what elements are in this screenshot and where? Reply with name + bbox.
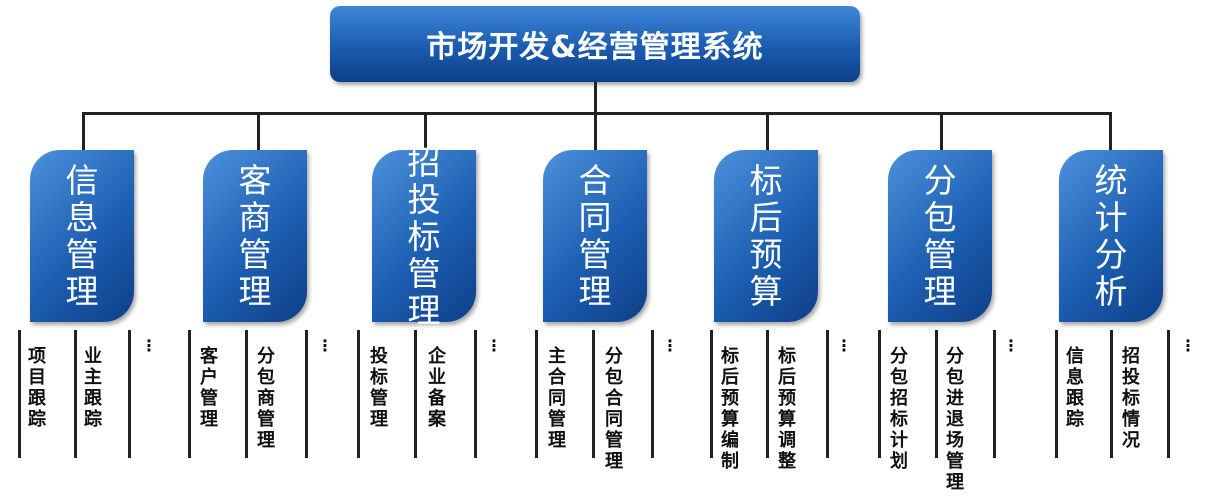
separator bbox=[74, 330, 77, 458]
sub-item: 投标管理 bbox=[370, 346, 388, 430]
separator bbox=[592, 330, 595, 458]
more-items-indicator: ⋮ bbox=[836, 336, 852, 355]
sub-item: 项目跟踪 bbox=[28, 346, 46, 430]
module-label: 统计分析 bbox=[1094, 161, 1128, 311]
module-label: 标后预算 bbox=[749, 161, 783, 311]
separator bbox=[710, 330, 713, 458]
separator bbox=[651, 330, 654, 458]
branch-connector-5 bbox=[766, 112, 769, 150]
sub-item: 招投标情况 bbox=[1122, 346, 1140, 451]
separator bbox=[245, 330, 248, 458]
separator bbox=[128, 330, 131, 458]
separator bbox=[1167, 330, 1170, 458]
sub-item: 分包合同管理 bbox=[605, 346, 623, 472]
sub-item: 分包招标计划 bbox=[890, 346, 908, 472]
branch-connector-6 bbox=[940, 112, 943, 150]
branch-connector-7 bbox=[1109, 112, 1112, 150]
module-info-management: 信息管理 bbox=[30, 150, 134, 322]
sub-item: 主合同管理 bbox=[548, 346, 566, 451]
separator bbox=[766, 330, 769, 458]
separator bbox=[935, 330, 938, 458]
module-contract-management: 合同管理 bbox=[543, 150, 647, 322]
module-label: 客商管理 bbox=[238, 161, 272, 311]
separator bbox=[878, 330, 881, 458]
branch-connector-4 bbox=[594, 112, 597, 150]
separator bbox=[826, 330, 829, 458]
horizontal-bus bbox=[82, 112, 1112, 115]
separator bbox=[357, 330, 360, 458]
more-items-indicator: ⋮ bbox=[317, 336, 333, 355]
separator bbox=[1055, 330, 1058, 458]
module-client-management: 客商管理 bbox=[203, 150, 307, 322]
branch-connector-1 bbox=[82, 112, 85, 150]
sub-item: 分包进退场管理 bbox=[946, 346, 964, 493]
module-statistics-analysis: 统计分析 bbox=[1059, 150, 1163, 322]
more-items-indicator: ⋮ bbox=[141, 336, 157, 355]
separator bbox=[18, 330, 21, 458]
module-label: 合同管理 bbox=[578, 161, 612, 311]
more-items-indicator: ⋮ bbox=[486, 336, 502, 355]
module-label: 分包管理 bbox=[923, 161, 957, 311]
sub-item: 企业备案 bbox=[428, 346, 446, 430]
root-title: 市场开发&经营管理系统 bbox=[426, 30, 764, 65]
root-connector bbox=[594, 82, 597, 114]
module-subcontract-management: 分包管理 bbox=[888, 150, 992, 322]
separator bbox=[305, 330, 308, 458]
branch-connector-3 bbox=[424, 112, 427, 150]
module-bidding-management: 招投标管理 bbox=[372, 144, 476, 329]
separator bbox=[414, 330, 417, 458]
separator bbox=[474, 330, 477, 458]
more-items-indicator: ⋮ bbox=[1180, 336, 1196, 355]
separator bbox=[1110, 330, 1113, 458]
module-post-bid-budget: 标后预算 bbox=[714, 150, 818, 322]
branch-connector-2 bbox=[257, 112, 260, 150]
module-label: 信息管理 bbox=[65, 161, 99, 311]
separator bbox=[188, 330, 191, 458]
separator bbox=[993, 330, 996, 458]
sub-item: 客户管理 bbox=[200, 346, 218, 430]
separator bbox=[535, 330, 538, 458]
sub-item: 标后预算编制 bbox=[721, 346, 739, 472]
sub-item: 标后预算调整 bbox=[778, 346, 796, 472]
more-items-indicator: ⋮ bbox=[1003, 336, 1019, 355]
sub-item: 信息跟踪 bbox=[1066, 346, 1084, 430]
root-node: 市场开发&经营管理系统 bbox=[330, 6, 860, 82]
more-items-indicator: ⋮ bbox=[662, 336, 678, 355]
sub-item: 业主跟踪 bbox=[84, 346, 102, 430]
module-label: 招投标管理 bbox=[407, 142, 441, 330]
sub-item: 分包商管理 bbox=[257, 346, 275, 451]
